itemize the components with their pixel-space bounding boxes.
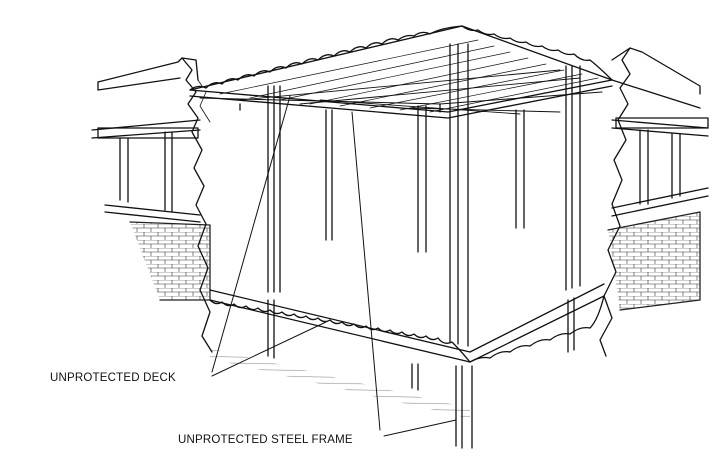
right-adjacent-building xyxy=(599,47,709,357)
column-front-right xyxy=(565,65,581,291)
leader-deck-to-roof xyxy=(211,95,291,373)
leader-frame-to-column xyxy=(383,419,457,437)
left-adjacent-building xyxy=(91,57,213,353)
leader-deck-to-floor xyxy=(211,321,327,377)
column-front-left xyxy=(267,85,281,293)
column-back-right xyxy=(515,109,525,229)
roof-deck xyxy=(189,25,613,119)
leader-lines xyxy=(211,95,457,437)
column-back-left xyxy=(325,109,333,241)
floor-slab xyxy=(209,283,605,419)
leader-frame-to-beam xyxy=(351,111,381,431)
column-back-mid xyxy=(417,105,427,253)
steel-columns xyxy=(267,43,581,449)
label-unprotected-steel-frame: UNPROTECTED STEEL FRAME xyxy=(178,434,353,446)
label-unprotected-deck: UNPROTECTED DECK xyxy=(50,372,176,384)
column-front-corner xyxy=(449,43,469,347)
